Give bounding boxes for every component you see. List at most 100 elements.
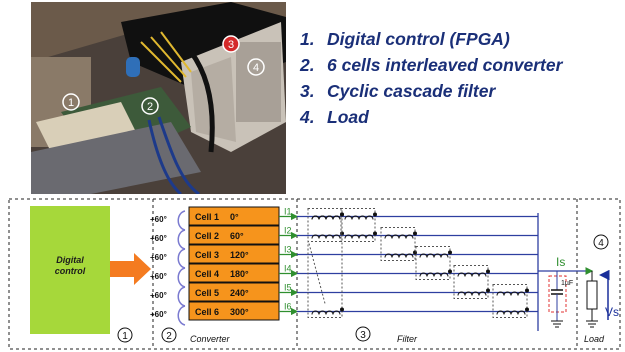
current-label: I5 (284, 283, 292, 293)
photo-marker-1-ring (62, 93, 80, 111)
inductor-coil (311, 215, 341, 220)
digital-control-label: Digital (56, 255, 84, 265)
section-number-ring (593, 234, 609, 250)
ground-icon (586, 320, 598, 328)
cell-name: Cell 1 (195, 212, 219, 222)
current-label: I2 (284, 226, 292, 236)
phase-link-arrow (177, 267, 186, 288)
phase-shift-label: +60° (150, 272, 167, 281)
cell-angle: 240° (230, 288, 249, 298)
phase-shift-labels: +60°+60°+60°+60°+60°+60° (150, 210, 186, 326)
filter-label: Filter (397, 334, 418, 344)
cell-name: Cell 4 (195, 269, 219, 279)
test-bench-photo: 1 2 3 4 (31, 2, 286, 194)
polarity-dot (413, 231, 417, 236)
system-schematic: Digital control +60°+60°+60°+60°+60°+60°… (8, 198, 621, 350)
coupled-inductor (380, 227, 417, 261)
section-number-ring (117, 327, 133, 343)
polarity-dot (486, 288, 490, 293)
section-number: 4 (598, 238, 604, 249)
cell-angle: 120° (230, 250, 249, 260)
photo-marker-1: 1 (68, 97, 74, 109)
list-item-number: 2. (300, 55, 315, 75)
coupled-inductor (492, 284, 529, 318)
coupled-inductor (453, 265, 490, 299)
phase-link-arrow (177, 210, 186, 231)
section-number-ring (161, 327, 177, 343)
cell-angle: 0° (230, 212, 239, 222)
output-current-label: Is (556, 255, 565, 269)
load-resistor (586, 280, 598, 310)
inductor-coil (419, 253, 449, 258)
converter-cell: Cell 3 120° (188, 244, 280, 264)
cell-name: Cell 3 (195, 250, 219, 260)
inductor-box (340, 208, 376, 242)
cell-angle: 60° (230, 231, 244, 241)
inductor-box (415, 246, 451, 280)
phase-shift-label: +60° (150, 253, 167, 262)
cell-angle: 180° (230, 269, 249, 279)
phase-link-arrow (177, 229, 186, 250)
list-item-text: Load (327, 107, 369, 127)
output-voltage-label: Vs (605, 305, 619, 319)
converter-cell: Cell 5 240° (188, 282, 280, 302)
inductor-coil (496, 291, 526, 296)
section-number-4: 4 (593, 234, 609, 250)
list-item-text: 6 cells interleaved converter (327, 55, 563, 75)
section-number: 2 (166, 331, 172, 342)
inductor-coil (344, 215, 374, 220)
converter-cell: Cell 2 60° (188, 225, 280, 245)
list-item-number: 4. (300, 107, 315, 127)
list-item: 1.Digital control (FPGA) (300, 26, 562, 52)
current-label: I1 (284, 207, 292, 217)
phase-shift-label: +60° (150, 215, 167, 224)
phase-shift-label: +60° (150, 291, 167, 300)
polarity-dot (525, 288, 529, 293)
inductor-box (453, 265, 489, 299)
inductor-coil (344, 234, 374, 239)
inductor-coil (311, 310, 341, 315)
inductor-coil (311, 234, 341, 239)
list-item-number: 3. (300, 81, 315, 101)
cell-angle: 300° (230, 307, 249, 317)
capacitor-value: 1µF (561, 280, 573, 287)
polarity-dot (340, 212, 344, 217)
photo-marker-2: 2 (147, 101, 153, 113)
section-number-1: 1 (117, 327, 133, 343)
cell-name: Cell 6 (195, 307, 219, 317)
control-signal-arrow (110, 253, 151, 285)
inductor-box (307, 208, 343, 318)
current-label: I4 (284, 264, 292, 274)
list-item: 2. 6 cells interleaved converter (300, 52, 562, 78)
section-number-3: 3 (355, 326, 371, 342)
polarity-dot (373, 231, 377, 236)
ground-icon (551, 320, 563, 328)
phase-link-arrow (177, 286, 186, 307)
list-item-number: 1. (300, 29, 315, 49)
phase-link-arrow (177, 305, 186, 326)
inductor-coil (384, 253, 414, 258)
coupled-inductor (307, 208, 344, 242)
list-item: 4. Load (300, 104, 562, 130)
polarity-dot (448, 269, 452, 274)
current-label: I6 (284, 302, 292, 312)
section-number-ring (355, 326, 371, 342)
digital-control-label: control (55, 266, 86, 276)
load-label: Load (584, 334, 605, 344)
polarity-dot (373, 212, 377, 217)
cell-name: Cell 5 (195, 288, 219, 298)
inductor-coil (419, 272, 449, 277)
digital-control-block (30, 206, 110, 334)
phase-link-arrow (177, 248, 186, 269)
inductor-coil (457, 291, 487, 296)
inductor-box (492, 284, 528, 318)
converter-label: Converter (190, 334, 231, 344)
section-number: 3 (360, 330, 366, 341)
schematic-frame (8, 198, 621, 350)
inductor-coil (496, 310, 526, 315)
cell-name: Cell 2 (195, 231, 219, 241)
inductor-coil (384, 234, 414, 239)
converter-cell: Cell 4 180° (188, 263, 280, 283)
coupled-inductor (415, 246, 452, 280)
